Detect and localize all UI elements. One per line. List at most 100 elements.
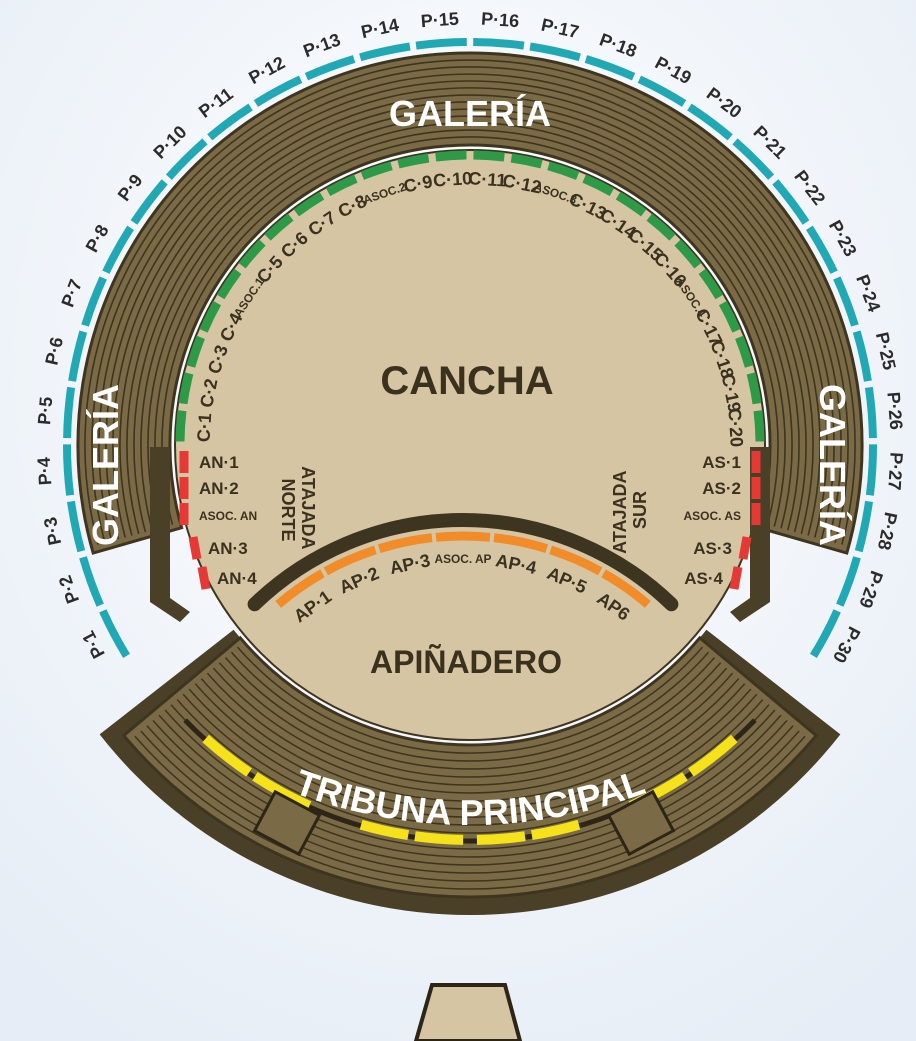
cancha-mark[interactable] [646,213,676,241]
perimeter-mark[interactable] [253,75,303,107]
perimeter-mark[interactable] [772,179,810,225]
cancha-mark[interactable] [360,161,393,180]
tribuna-row-line [224,657,716,770]
galeria-top-label: GALERÍA [389,93,551,134]
atajada-sur-mark[interactable] [738,536,752,560]
tribuna-section-mark[interactable] [476,831,526,845]
tribuna-row-line [212,667,728,786]
tribuna-section-mark[interactable] [202,734,252,777]
galeria-row-line [133,108,807,533]
tribuna-row-line [188,688,752,818]
cancha-mark[interactable] [615,191,647,217]
atajada-sur-label: ASOC. AS [683,509,741,523]
atajada-norte-label: AN·2 [199,479,239,498]
perimeter-mark[interactable] [833,276,859,327]
perimeter-mark[interactable] [854,500,873,553]
tribuna-section-mark[interactable] [252,772,312,811]
perimeter-mark[interactable] [165,138,208,180]
cancha-mark[interactable] [698,268,724,300]
cancha-mark[interactable] [435,150,467,162]
perimeter-mark[interactable] [63,386,76,439]
perimeter-mark[interactable] [81,276,107,327]
cancha-mark[interactable] [397,153,430,169]
perimeter-mark[interactable] [836,556,861,607]
tribuna-rows [134,646,806,890]
cancha-mark[interactable] [753,410,765,442]
perimeter-mark[interactable] [473,38,525,50]
north-wall [150,447,190,622]
perimeter-mark[interactable] [62,444,75,496]
cancha-mark[interactable] [178,372,194,405]
atajada-norte-mark[interactable] [188,536,202,560]
cancha-mark[interactable] [735,335,754,368]
perimeter-mark[interactable] [865,444,878,496]
tribuna-sections[interactable] [202,734,738,845]
apinadero-mark[interactable] [275,569,325,608]
cancha-mark[interactable] [473,150,505,162]
cancha-mark[interactable] [510,153,543,169]
tribuna-section-mark[interactable] [359,819,410,841]
galeria-ring[interactable] [76,51,864,555]
apinadero-mark[interactable] [493,533,549,554]
tribuna-section-mark[interactable] [688,734,738,777]
cancha-mark[interactable] [238,239,266,269]
tribuna-section-mark[interactable] [414,831,464,845]
apinadero-mark[interactable] [549,545,603,576]
perimeter-mark[interactable] [79,556,104,607]
perimeter-mark[interactable] [102,225,134,274]
galeria-row-line [105,80,835,540]
apinadero-mark[interactable] [435,531,491,542]
perimeter-mark[interactable] [207,103,253,141]
atajada-sur-mark[interactable] [729,566,743,590]
cancha-mark[interactable] [718,300,741,333]
apinadero-mark[interactable] [323,545,377,576]
tribuna-row-line [176,699,764,834]
perimeter-mark[interactable] [584,55,636,81]
perimeter-mark[interactable] [99,609,131,658]
galeria-row-line [161,136,779,525]
perimeter-mark[interactable] [529,42,581,62]
perimeter-mark[interactable] [852,330,872,382]
cancha-mark[interactable] [746,372,762,405]
tribuna-section-mark[interactable] [530,819,581,841]
galeria-row-line [147,122,793,529]
cancha-mark[interactable] [325,174,358,197]
apinadero-mark[interactable] [377,533,433,554]
field-circle [174,149,766,741]
cancha-mark[interactable] [175,410,187,442]
atajada-norte-mark[interactable] [197,566,211,590]
perimeter-label: P·15 [420,9,459,32]
perimeter-mark[interactable] [806,225,838,274]
tribuna-row-line [134,735,806,890]
cancha-mark[interactable] [186,335,205,368]
atajada-norte-label: ATAJADA NORTE [278,466,318,554]
perimeter-mark[interactable] [687,103,733,141]
perimeter-mark[interactable] [415,38,467,50]
apinadero-mark[interactable] [601,569,651,608]
perimeter-mark[interactable] [304,55,356,81]
cancha-mark[interactable] [674,239,702,269]
cancha-mark[interactable] [199,300,222,333]
tribuna-entrance[interactable] [413,983,523,1041]
perimeter-mark[interactable] [68,330,88,382]
perimeter-mark[interactable] [732,138,775,180]
tribuna-row-line [230,651,710,762]
atajada-norte-label: AN·1 [199,453,239,472]
perimeter-mark[interactable] [67,500,86,553]
perimeter-mark[interactable] [637,75,687,107]
galeria-left-label: GALERÍA [85,384,126,546]
galeria-row-line [84,59,856,545]
perimeter-mark[interactable] [864,386,877,439]
cancha-mark[interactable] [293,191,325,217]
perimeter-mark[interactable] [359,42,411,62]
cancha-mark[interactable] [216,268,242,300]
atajada-sur-label: AS·4 [684,569,723,588]
tribuna-row-line [200,678,740,802]
cancha-mark[interactable] [582,174,615,197]
perimeter-mark[interactable] [130,179,168,225]
cancha-mark[interactable] [264,213,294,241]
cancha-mark[interactable] [547,161,580,180]
perimeter-mark[interactable] [809,609,841,658]
galeria-row-line [91,66,849,544]
